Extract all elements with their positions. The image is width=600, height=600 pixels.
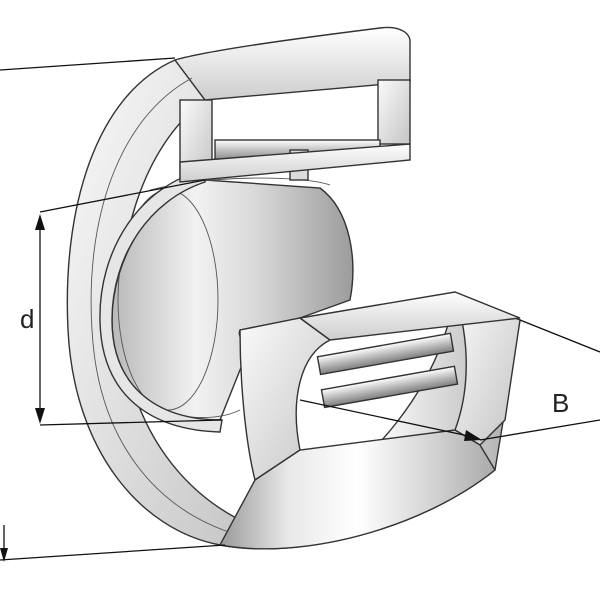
b-extension-top (519, 319, 600, 353)
dimension-d: d (20, 179, 223, 426)
d-label: d (20, 304, 34, 334)
lower-needle-roller-1 (316, 332, 455, 376)
outer-extension-bottom (0, 544, 226, 561)
b-extension-bottom (479, 419, 600, 441)
lower-needle-roller-2 (320, 365, 459, 409)
d-arrow-top (35, 214, 45, 230)
d-extension-top (39, 179, 206, 213)
d-arrow-bottom (35, 408, 45, 424)
upper-section (179, 79, 411, 183)
d-extension-bottom (39, 419, 223, 426)
outer-arrow (0, 548, 8, 562)
lower-section (218, 291, 521, 550)
b-arrow (464, 430, 482, 441)
b-dimension-line (299, 399, 479, 439)
b-label: B (552, 388, 569, 418)
dimension-outer (0, 57, 226, 562)
inner-ring (99, 169, 354, 433)
outer-extension-top (0, 57, 176, 71)
dimension-b: B (299, 319, 600, 441)
